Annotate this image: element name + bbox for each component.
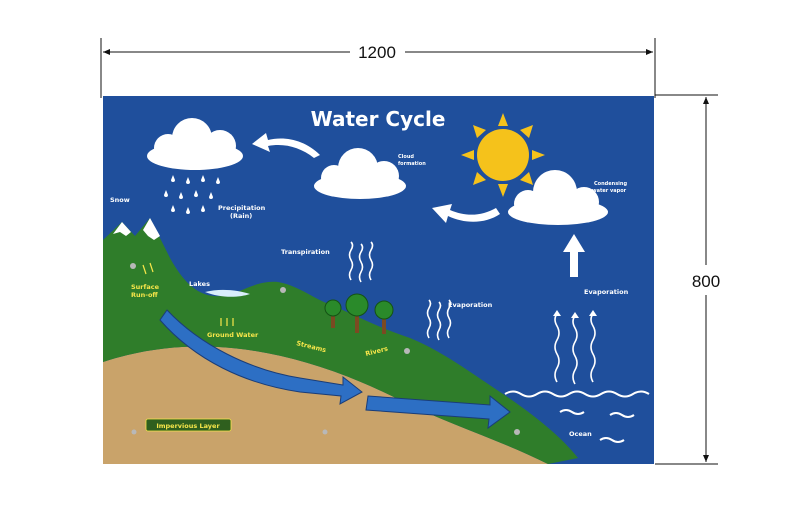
impervious-badge	[145, 418, 232, 432]
formation-cloud-icon	[314, 148, 406, 199]
label-snow: Snow	[110, 196, 130, 204]
rain-drops	[164, 175, 220, 214]
label-precipitation-1: Precipitation	[218, 204, 266, 212]
label-lakes: Lakes	[189, 280, 210, 288]
width-dimension: 1200	[100, 38, 656, 98]
label-ocean: Ocean	[569, 430, 592, 438]
groundwater-arrows	[159, 309, 511, 430]
rocks	[130, 263, 520, 435]
label-condensing-1: Condensing	[594, 181, 627, 187]
trees	[324, 293, 394, 334]
diagram-title: Water Cycle	[311, 107, 446, 131]
width-label: 1200	[358, 43, 396, 62]
label-evaporation-land: Evaporation	[448, 301, 493, 309]
snow-cap-left	[113, 222, 131, 236]
label-condensing-2: water vapor	[592, 188, 627, 194]
condensing-cloud-icon	[508, 170, 608, 225]
label-precipitation-2: (Rain)	[230, 212, 252, 220]
label-ground-water: Ground Water	[207, 331, 259, 339]
rain-cloud-icon	[147, 118, 243, 170]
label-impervious: Impervious Layer	[156, 422, 220, 430]
vapor-lines	[348, 241, 596, 385]
label-surface-2: Run-off	[131, 291, 158, 299]
ocean-waves	[504, 390, 650, 443]
label-evaporation-sea: Evaporation	[584, 288, 629, 296]
label-cloud-formation-1: Cloud	[398, 154, 414, 160]
soil-layer	[103, 346, 548, 464]
label-transpiration: Transpiration	[281, 248, 330, 256]
cycle-arrows	[252, 133, 585, 277]
height-label: 800	[692, 272, 720, 291]
lake	[205, 289, 250, 297]
snow-cap-right	[143, 218, 160, 240]
height-dimension: 800	[655, 94, 720, 465]
label-cloud-formation-2: formation	[398, 161, 426, 167]
sun-icon	[461, 113, 545, 197]
infiltration-arrows	[142, 262, 234, 326]
label-surface-1: Surface	[131, 283, 160, 291]
vapor-arrowheads	[553, 310, 597, 318]
